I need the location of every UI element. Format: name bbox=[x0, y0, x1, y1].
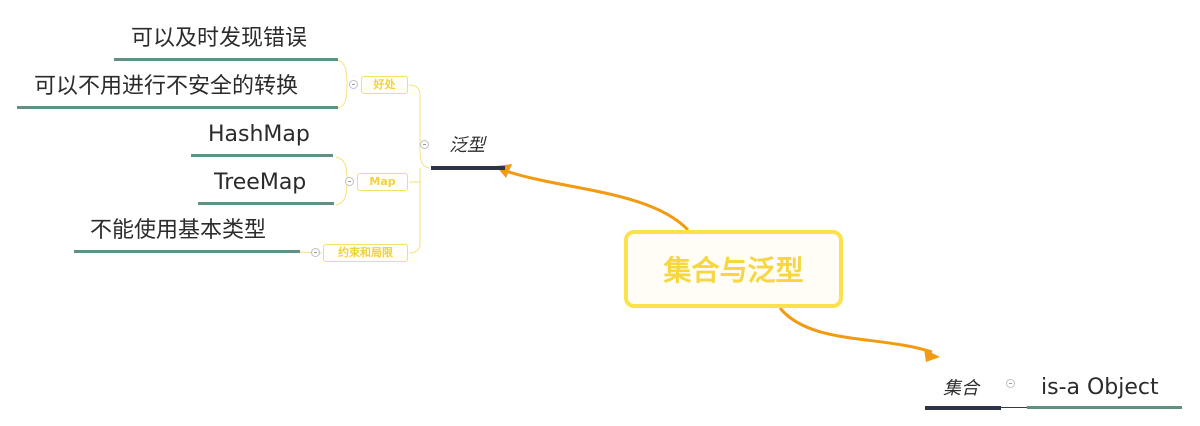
collapse-toggle-icon[interactable] bbox=[345, 177, 354, 186]
leaf-underline bbox=[74, 250, 300, 253]
branch-generics-underline bbox=[431, 166, 505, 170]
branch-collections-underline bbox=[925, 406, 1001, 410]
leaf-hashmap[interactable]: HashMap bbox=[208, 122, 310, 147]
leaf-underline bbox=[114, 58, 338, 61]
link-generics-tags bbox=[408, 84, 431, 254]
tag-map[interactable]: Map bbox=[357, 173, 408, 191]
leaf-limit-1[interactable]: 不能使用基本类型 bbox=[90, 218, 267, 243]
leaf-benefit-1[interactable]: 可以及时发现错误 bbox=[131, 26, 308, 51]
connector-to-collections bbox=[778, 307, 933, 354]
arrowhead-collections bbox=[924, 349, 940, 362]
leaf-underline bbox=[198, 202, 334, 205]
leaf-underline bbox=[191, 154, 333, 157]
branch-collections-label[interactable]: 集合 bbox=[943, 378, 979, 399]
leaf-underline bbox=[17, 106, 338, 109]
collapse-toggle-icon[interactable] bbox=[1006, 379, 1015, 388]
connector-to-generics bbox=[502, 168, 690, 232]
leaf-underline bbox=[1027, 406, 1182, 409]
central-topic-label: 集合与泛型 bbox=[663, 254, 804, 287]
branch-connector-line bbox=[1001, 407, 1027, 408]
tag-limits[interactable]: 约束和局限 bbox=[323, 244, 408, 262]
leaf-treemap[interactable]: TreeMap bbox=[214, 170, 307, 195]
leaf-is-a-object[interactable]: is-a Object bbox=[1041, 375, 1159, 400]
collapse-toggle-icon[interactable] bbox=[420, 140, 429, 149]
leaf-benefit-2[interactable]: 可以不用进行不安全的转换 bbox=[34, 74, 299, 99]
branch-generics-label[interactable]: 泛型 bbox=[449, 135, 485, 156]
tag-benefits[interactable]: 好处 bbox=[361, 76, 408, 94]
collapse-toggle-icon[interactable] bbox=[349, 80, 358, 89]
brace-benefits bbox=[337, 59, 348, 109]
collapse-toggle-icon[interactable] bbox=[311, 248, 320, 257]
central-topic[interactable]: 集合与泛型 bbox=[624, 230, 843, 308]
